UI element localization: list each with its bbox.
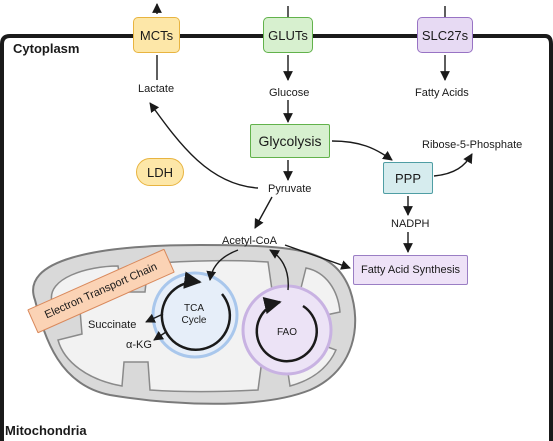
nadph-label: NADPH: [391, 218, 430, 230]
ldh-enzyme-badge: LDH: [136, 158, 184, 186]
gluts-transporter: GLUTs: [263, 17, 313, 53]
arrow-acetylcoa-to-tca: [206, 249, 239, 281]
fao-arrow-ring: [255, 297, 318, 363]
slc27s-transporter: SLC27s: [417, 17, 473, 53]
mcts-transporter: MCTs: [133, 17, 180, 53]
pathway-arrows: [145, 3, 473, 341]
arrow-glycolysis-to-ppp: [331, 140, 393, 161]
acetyl-coa-label: Acetyl-CoA: [222, 235, 278, 247]
tca-cycle-arrow-ring: [160, 271, 232, 351]
lactate-label: Lactate: [138, 83, 175, 95]
glycolysis-box: Glycolysis: [250, 124, 330, 158]
ribose-5-phosphate-label: Ribose-5-Phosphate: [422, 139, 523, 151]
ppp-box: PPP: [383, 162, 433, 194]
cytoplasm-label: Cytoplasm: [13, 41, 80, 56]
alpha-kg-label: α-KG: [126, 339, 152, 351]
fao-label: FAO: [276, 326, 297, 338]
arrow-acetylcoa-to-fas: [284, 244, 351, 270]
arrow-pyruvate-to-lactate: [149, 102, 259, 189]
arrow-tca-to-akg: [153, 331, 167, 341]
pyruvate-label: Pyruvate: [268, 183, 312, 195]
arrow-ppp-to-ribose: [433, 153, 473, 177]
glucose-label: Glucose: [269, 87, 310, 99]
fao-diagram: [241, 284, 333, 376]
mitochondria-label: Mitochondria: [5, 423, 87, 438]
arrow-fao-to-acetylcoa: [269, 249, 289, 291]
arrow-tca-to-succinate: [145, 313, 164, 323]
tca-cycle-label: TCA Cycle: [181, 303, 207, 326]
arrow-pyruvate-to-acetylcoa: [254, 196, 273, 229]
fatty-acid-synthesis-box: Fatty Acid Synthesis: [353, 255, 468, 285]
fatty-acids-label: Fatty Acids: [415, 87, 469, 99]
succinate-label: Succinate: [88, 319, 137, 331]
tca-cycle-diagram: [151, 271, 239, 359]
